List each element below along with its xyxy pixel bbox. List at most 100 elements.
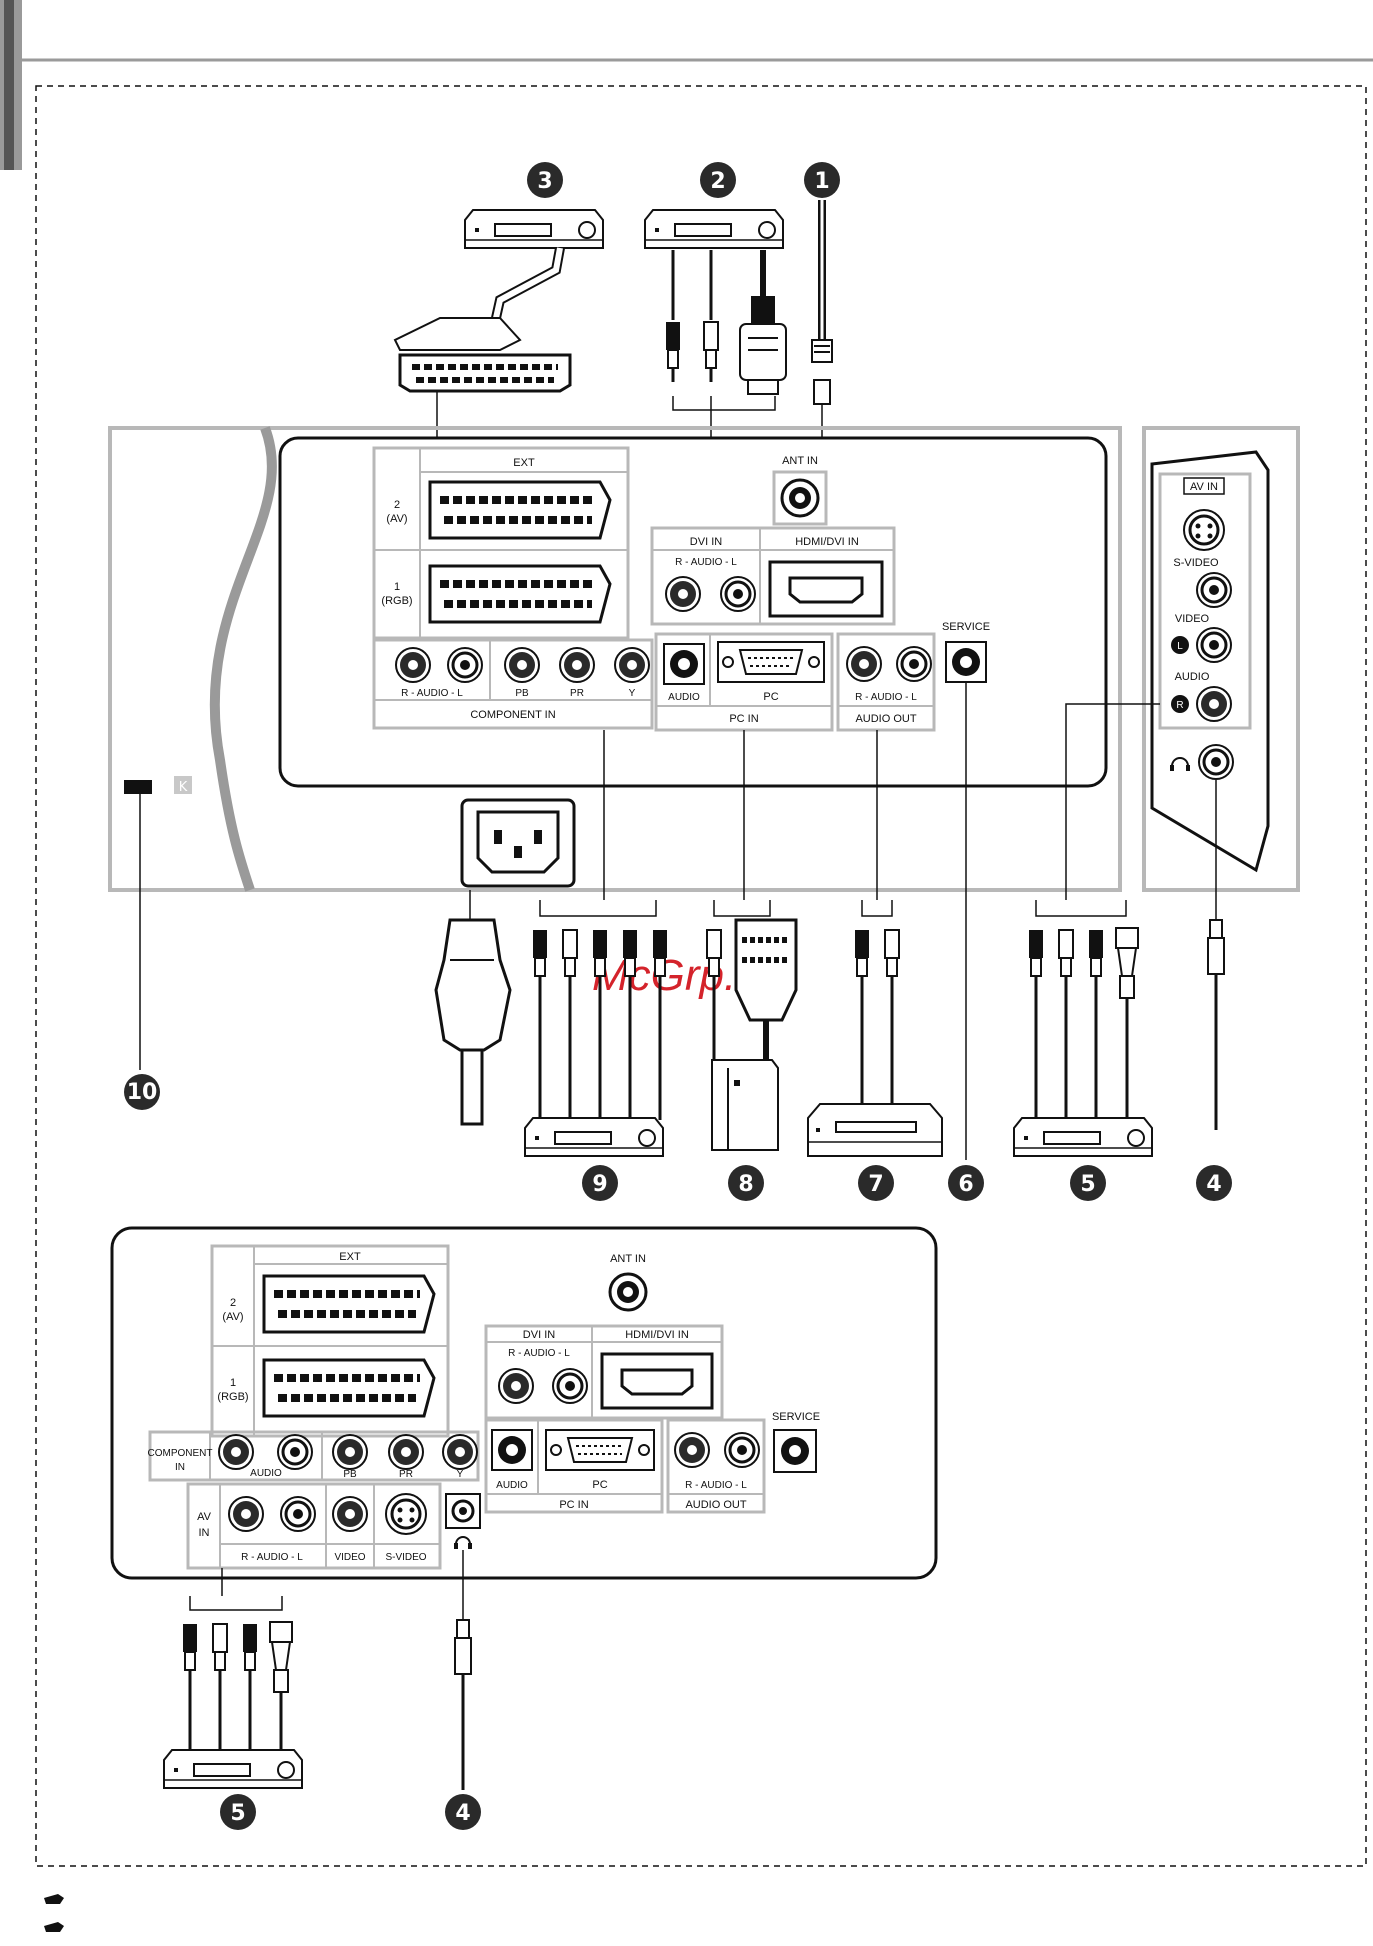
pointing-hand-icon bbox=[44, 1922, 64, 1932]
ext2-scart-port[interactable] bbox=[428, 480, 612, 540]
alt-component-audio-label: AUDIO bbox=[250, 1468, 282, 1479]
alt-component-in-label: IN bbox=[175, 1462, 185, 1473]
svg-text:2: 2 bbox=[710, 169, 725, 194]
component-cable-set bbox=[531, 928, 669, 1120]
alt-dvi-in-label: DVI IN bbox=[523, 1329, 555, 1341]
hdmi-source-device bbox=[644, 209, 784, 249]
component-y-label: Y bbox=[629, 688, 636, 699]
audio-out-cable-set bbox=[853, 928, 901, 1110]
pc-cable-set bbox=[705, 918, 798, 1070]
alt-ant-in-label: ANT IN bbox=[610, 1253, 646, 1265]
side-svideo-port[interactable] bbox=[1183, 509, 1225, 551]
service-port[interactable] bbox=[945, 641, 987, 683]
svg-text:5: 5 bbox=[1080, 1172, 1095, 1197]
number-badge-4b: 4 bbox=[445, 1794, 481, 1830]
pc-audio-label: AUDIO bbox=[668, 692, 700, 703]
alt-av-audio-r-jack[interactable] bbox=[228, 1496, 264, 1532]
pc-vga-port[interactable] bbox=[717, 641, 825, 683]
audio-out-label: AUDIO OUT bbox=[855, 713, 916, 725]
number-badge-5: 5 bbox=[1070, 1165, 1106, 1201]
pc-in-block: AUDIO PC PC IN bbox=[654, 632, 834, 732]
dvi-audio-r-plug bbox=[664, 320, 682, 384]
alt-av-audio-l-jack[interactable] bbox=[279, 1495, 317, 1533]
side-headphone-jack[interactable] bbox=[1197, 743, 1235, 781]
svg-text:4: 4 bbox=[1206, 1172, 1221, 1197]
alt-pb-label: PB bbox=[343, 1469, 357, 1480]
alt-hdmi-label: HDMI/DVI IN bbox=[625, 1329, 689, 1341]
side-l-marker: L bbox=[1177, 641, 1183, 652]
headphone-icon bbox=[1170, 757, 1190, 771]
component-in-label: COMPONENT IN bbox=[470, 709, 555, 721]
svg-text:K: K bbox=[179, 780, 188, 795]
alt-service-port[interactable] bbox=[773, 1429, 817, 1473]
alt-pc-vga-port[interactable] bbox=[545, 1429, 655, 1471]
alt-av-svideo-port[interactable] bbox=[385, 1493, 427, 1535]
pc-label: PC bbox=[763, 691, 778, 703]
alt-av-svideo-label: S-VIDEO bbox=[385, 1552, 426, 1563]
alt-component-in-block: COMPONENT IN AUDIO PB PR Y bbox=[148, 1430, 480, 1482]
side-video-jack[interactable] bbox=[1195, 571, 1233, 609]
alt-dvi-audio-r-jack[interactable] bbox=[498, 1368, 534, 1404]
alt-dvi-hdmi-block: DVI IN R - AUDIO - L HDMI/DVI IN bbox=[484, 1324, 724, 1420]
alt-ant-in-port[interactable] bbox=[608, 1272, 648, 1312]
svg-text:4: 4 bbox=[455, 1801, 470, 1826]
alt-hdmi-port[interactable] bbox=[600, 1352, 714, 1410]
alt-ext-label: EXT bbox=[339, 1251, 361, 1263]
pc-tower-device bbox=[711, 1059, 779, 1151]
audio-out-l-jack[interactable] bbox=[895, 645, 933, 683]
service-label: SERVICE bbox=[942, 621, 990, 633]
ext1-scart-port[interactable] bbox=[428, 564, 612, 624]
headphone-plug-cable bbox=[1207, 919, 1225, 1130]
alt-headphone-icon bbox=[454, 1536, 472, 1549]
side-audio-l-jack[interactable] bbox=[1195, 626, 1233, 664]
side-video-label: VIDEO bbox=[1175, 613, 1210, 625]
alt-audio-out-l-jack[interactable] bbox=[723, 1431, 761, 1469]
alt-component-pb-jack[interactable] bbox=[332, 1434, 368, 1470]
alt-av-video-jack[interactable] bbox=[332, 1496, 368, 1532]
alt-audio-out-label: AUDIO OUT bbox=[685, 1499, 746, 1511]
dvi-audio-l-plug bbox=[702, 320, 720, 384]
number-badge-8: 8 bbox=[728, 1165, 764, 1201]
number-badge-3: 3 bbox=[527, 162, 563, 198]
alt-component-pr-jack[interactable] bbox=[388, 1434, 424, 1470]
tv-terminal-panel bbox=[278, 436, 1108, 788]
alt-ext2-label: 2 bbox=[230, 1297, 236, 1309]
ext2-label: 2 bbox=[394, 499, 400, 511]
ext2-sub-label: (AV) bbox=[386, 513, 407, 525]
hdmi-port[interactable] bbox=[768, 560, 884, 618]
side-audio-r-jack[interactable] bbox=[1196, 686, 1232, 722]
alt-component-audio-l-jack[interactable] bbox=[276, 1433, 314, 1471]
alt-ext1-sub-label: (RGB) bbox=[217, 1391, 248, 1403]
header-side-bar-dark bbox=[4, 0, 14, 170]
alt-component-y-jack[interactable] bbox=[442, 1434, 478, 1470]
component-audio-r-jack[interactable] bbox=[395, 647, 431, 683]
ant-in-port[interactable] bbox=[780, 478, 820, 518]
number-badge-10: 10 bbox=[124, 1074, 160, 1110]
alt-ext1-scart-port[interactable] bbox=[262, 1358, 436, 1418]
ant-in-label: ANT IN bbox=[782, 455, 818, 467]
alt-component-label: COMPONENT bbox=[148, 1448, 213, 1459]
dvi-audio-r-jack[interactable] bbox=[665, 576, 701, 612]
component-pb-jack[interactable] bbox=[504, 647, 540, 683]
power-cable-plug bbox=[434, 918, 512, 1126]
component-pr-jack[interactable] bbox=[559, 647, 595, 683]
alt-ext2-scart-port[interactable] bbox=[262, 1274, 436, 1334]
side-av-in-block: AV IN S-VIDEO VIDEO L AUDIO R bbox=[1158, 472, 1252, 730]
alt-headphone-jack[interactable] bbox=[445, 1493, 481, 1529]
scart-plug bbox=[400, 355, 570, 391]
dvi-audio-l-jack[interactable] bbox=[719, 575, 757, 613]
audio-out-r-jack[interactable] bbox=[846, 646, 882, 682]
component-audio-l-jack[interactable] bbox=[446, 646, 484, 684]
alt-component-audio-r-jack[interactable] bbox=[218, 1434, 254, 1470]
component-y-jack[interactable] bbox=[614, 647, 650, 683]
alt-pc-audio-jack[interactable] bbox=[491, 1429, 533, 1471]
svg-text:6: 6 bbox=[958, 1172, 973, 1197]
antenna-cable bbox=[811, 200, 833, 470]
component-source-device bbox=[524, 1117, 664, 1157]
alt-av-audio-label: R - AUDIO - L bbox=[241, 1552, 303, 1563]
pc-audio-jack[interactable] bbox=[663, 643, 705, 685]
power-socket bbox=[460, 798, 576, 888]
alt-audio-out-r-jack[interactable] bbox=[674, 1432, 710, 1468]
alt-dvi-audio-l-jack[interactable] bbox=[551, 1367, 589, 1405]
side-av-in-label: AV IN bbox=[1190, 481, 1218, 493]
